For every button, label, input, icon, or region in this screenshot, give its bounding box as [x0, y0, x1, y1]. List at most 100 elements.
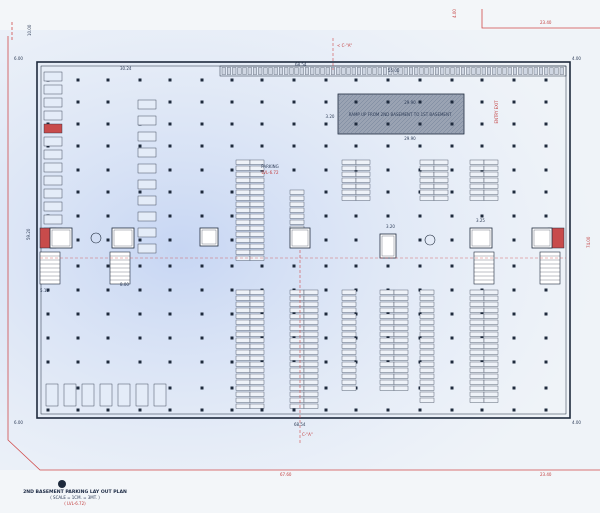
parking-bay	[289, 349, 305, 355]
parking-bay	[469, 355, 485, 361]
car-space	[45, 383, 59, 407]
column	[512, 122, 516, 126]
parking-bay	[341, 177, 357, 183]
column	[450, 168, 454, 172]
top-bay	[341, 67, 346, 75]
column	[230, 312, 234, 316]
parking-bay	[341, 301, 357, 307]
parking-bay	[249, 177, 265, 183]
parking-bay	[393, 319, 409, 325]
top-bay	[279, 67, 283, 75]
column	[260, 100, 264, 104]
column	[200, 336, 204, 340]
column	[200, 360, 204, 364]
parking-bay	[483, 349, 499, 355]
column	[544, 386, 548, 390]
core-inner	[533, 229, 551, 247]
column	[512, 214, 516, 218]
core-inner	[291, 229, 309, 247]
top-bay	[450, 67, 455, 75]
core-inner	[201, 229, 217, 245]
car-space	[43, 214, 63, 225]
top-bay	[492, 67, 497, 75]
parking-bay	[469, 361, 485, 367]
parking-bay	[341, 289, 357, 295]
column	[418, 408, 422, 412]
parking-bay	[249, 385, 265, 391]
parking-bay	[249, 237, 265, 243]
column	[292, 408, 296, 412]
column	[480, 144, 484, 148]
column	[324, 190, 328, 194]
parking-bay	[419, 367, 435, 373]
top-bay	[507, 67, 512, 75]
parking-bay	[249, 171, 265, 177]
ramp-label: RAMP UP FROM 2ND BASEMENT TO 1ST BASEMEN…	[349, 112, 452, 117]
column	[168, 264, 172, 268]
parking-bay	[469, 331, 485, 337]
column	[512, 100, 516, 104]
dim-top-right: 23.40	[540, 20, 552, 25]
column	[168, 122, 172, 126]
top-bay	[351, 67, 356, 75]
column	[200, 190, 204, 194]
parking-bay	[469, 343, 485, 349]
core-box	[111, 227, 135, 249]
column	[106, 312, 110, 316]
parking-bay	[483, 301, 499, 307]
parking-bay	[393, 331, 409, 337]
top-bay	[273, 67, 278, 75]
parking-bay	[483, 295, 499, 301]
parking-bay	[235, 385, 251, 391]
parking-bay	[235, 361, 251, 367]
column	[46, 408, 50, 412]
column	[544, 122, 548, 126]
parking-bay	[235, 213, 251, 219]
parking-bay	[303, 391, 319, 397]
column	[76, 336, 80, 340]
column	[76, 78, 80, 82]
parking-bay	[235, 397, 251, 403]
parking-bay	[469, 289, 485, 295]
column	[76, 312, 80, 316]
core-box	[469, 227, 493, 249]
column	[260, 78, 264, 82]
parking-bay	[235, 231, 251, 237]
parking-bay	[379, 307, 395, 313]
parking-bay	[249, 213, 265, 219]
parking-bay	[393, 289, 409, 295]
parking-bay	[235, 319, 251, 325]
column	[480, 408, 484, 412]
parking-bay	[483, 337, 499, 343]
parking-bay	[235, 183, 251, 189]
parking-bay	[249, 243, 265, 249]
parking-bay	[289, 331, 305, 337]
top-bay	[481, 67, 486, 75]
parking-bay	[249, 255, 265, 261]
column	[46, 288, 50, 292]
car-space	[153, 383, 167, 407]
column	[76, 408, 80, 412]
column	[354, 100, 358, 104]
column	[544, 190, 548, 194]
parking-bay	[469, 171, 485, 177]
parking-bay	[289, 295, 305, 301]
top-bay	[471, 67, 476, 75]
parking-bay	[341, 355, 357, 361]
parking-bay	[469, 177, 485, 183]
top-bay	[372, 67, 377, 75]
dim-bottom-left-offset: 6.00	[14, 420, 23, 425]
parking-bay	[483, 195, 499, 201]
parking-bay	[341, 373, 357, 379]
parking-bay	[249, 397, 265, 403]
parking-bay	[303, 385, 319, 391]
parking-bay	[483, 373, 499, 379]
column	[354, 264, 358, 268]
parking-bay	[341, 343, 357, 349]
column	[138, 360, 142, 364]
parking-bay	[379, 379, 395, 385]
parking-bay	[303, 361, 319, 367]
parking-bay	[419, 385, 435, 391]
parking-bay	[249, 331, 265, 337]
dim-bottom-mid: 67.60	[280, 472, 292, 477]
